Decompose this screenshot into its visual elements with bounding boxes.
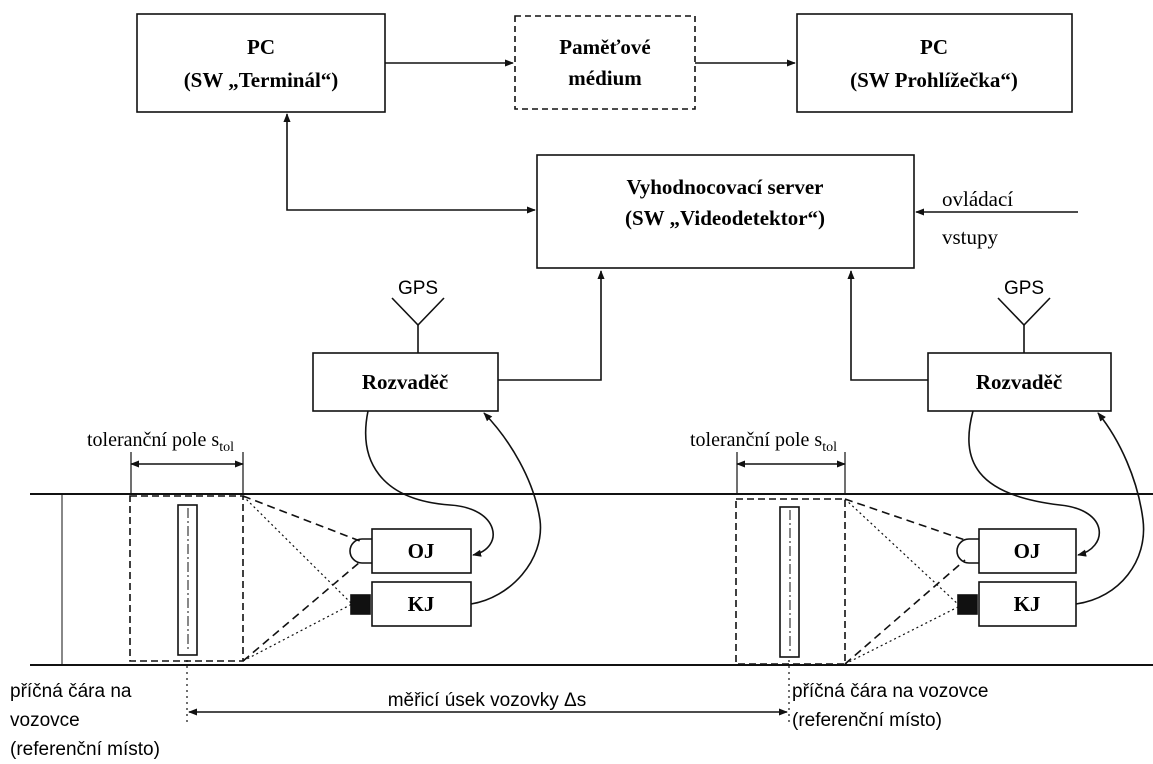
cross-line-left bbox=[177, 504, 198, 656]
control-inputs-line1: ovládací bbox=[942, 187, 1013, 211]
server-title: Vyhodnocovací server bbox=[627, 175, 824, 199]
memory-medium-box bbox=[514, 15, 696, 110]
pc-terminal-title: PC bbox=[247, 35, 275, 59]
memory-medium-line2: médium bbox=[568, 66, 642, 90]
cross-line-left-label-3: (referenční místo) bbox=[10, 739, 160, 760]
switchboard-right-box bbox=[927, 352, 1112, 412]
gps-right-label: GPS bbox=[1004, 278, 1044, 299]
oj-lens-right bbox=[956, 538, 979, 564]
oj-right-label: OJ bbox=[1014, 539, 1041, 563]
switchboard-left-box bbox=[312, 352, 499, 412]
kj-left-label: KJ bbox=[408, 592, 435, 616]
oj-lens-left bbox=[349, 538, 372, 564]
control-inputs-line2: vstupy bbox=[942, 225, 999, 249]
kj-lens-left bbox=[350, 594, 371, 615]
gps-antenna-left bbox=[391, 297, 445, 353]
evaluation-server-box bbox=[536, 154, 915, 269]
cross-line-right bbox=[779, 506, 800, 658]
measuring-section-label: měřicí úsek vozovky Δs bbox=[388, 690, 587, 711]
kj-lens-right bbox=[957, 594, 978, 615]
cross-line-right-label-1: příčná čára na vozovce bbox=[792, 681, 988, 702]
arrow-right-switchboard-to-server bbox=[847, 270, 928, 381]
tolerance-field-left bbox=[129, 495, 244, 662]
cable-left-switchboard-to-oj bbox=[364, 410, 494, 557]
gps-left-label: GPS bbox=[398, 278, 438, 299]
cross-line-left-label-1: příčná čára na bbox=[10, 681, 132, 702]
pc-viewer-title: PC bbox=[920, 35, 948, 59]
kj-right-label: KJ bbox=[1014, 592, 1041, 616]
server-subtitle: (SW „Videodetektor“) bbox=[625, 206, 825, 230]
pc-terminal-box bbox=[136, 13, 386, 113]
cable-right-switchboard-to-oj bbox=[968, 410, 1101, 557]
cross-line-right-label-2: (referenční místo) bbox=[792, 710, 942, 731]
cross-line-left-label-2: vozovce bbox=[10, 710, 80, 731]
oj-left-label: OJ bbox=[408, 539, 435, 563]
memory-medium-line1: Paměťové bbox=[559, 35, 650, 59]
pc-viewer-subtitle: (SW Prohlížečka“) bbox=[850, 68, 1018, 92]
oj-unit-right bbox=[978, 528, 1077, 574]
tolerance-field-left-label: toleranční pole stol bbox=[87, 429, 234, 455]
tolerance-field-right bbox=[735, 498, 846, 665]
gps-antenna-right bbox=[997, 297, 1051, 353]
switchboard-left-label: Rozvaděč bbox=[362, 370, 448, 394]
arrow-terminal-server-link bbox=[283, 113, 536, 214]
pc-viewer-box bbox=[796, 13, 1073, 113]
tolerance-field-right-label: toleranční pole stol bbox=[690, 429, 837, 455]
pc-terminal-subtitle: (SW „Terminál“) bbox=[184, 68, 339, 92]
cable-right-kj-to-switchboard bbox=[1075, 412, 1145, 605]
cable-left-kj-to-switchboard bbox=[470, 412, 542, 605]
oj-unit-left bbox=[371, 528, 472, 574]
switchboard-right-label: Rozvaděč bbox=[976, 370, 1062, 394]
arrow-left-switchboard-to-server bbox=[498, 270, 605, 381]
